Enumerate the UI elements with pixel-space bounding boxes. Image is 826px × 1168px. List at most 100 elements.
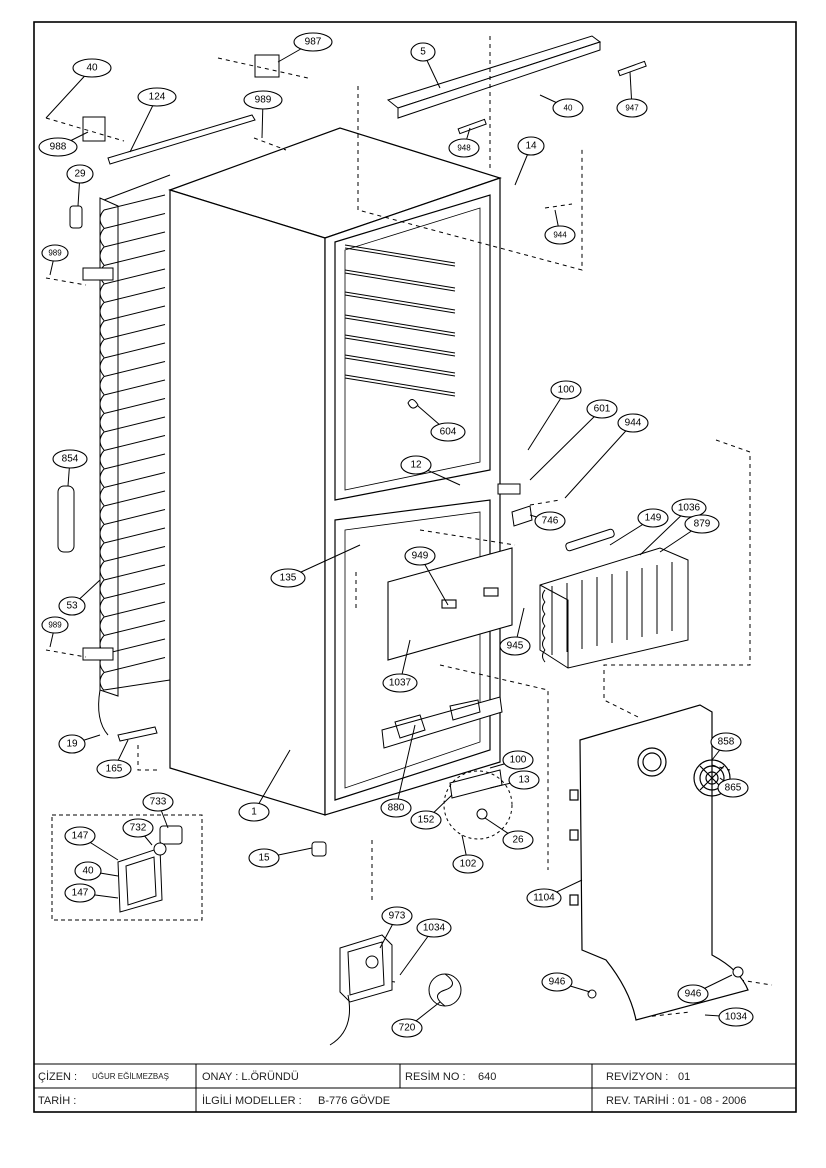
part-callout: 949 xyxy=(404,546,449,606)
part-number-label: 1034 xyxy=(725,1012,748,1023)
shelf-rib-edge xyxy=(344,377,456,397)
callout-ellipse xyxy=(52,449,88,469)
callout-ellipse xyxy=(684,514,720,534)
part-callout: 988 xyxy=(38,131,89,157)
callout-ellipse xyxy=(64,826,96,846)
part-callout: 989 xyxy=(41,616,69,648)
callout-leader xyxy=(395,724,416,809)
part-number-label: 12 xyxy=(410,460,422,471)
part-number-label: 152 xyxy=(418,815,435,826)
part-callout: 858 xyxy=(710,732,742,761)
part-callout: 880 xyxy=(380,724,416,818)
callout-ellipse xyxy=(74,861,102,881)
callout-ellipse xyxy=(541,972,573,992)
part-number-label: 879 xyxy=(694,519,711,530)
callout-ellipse xyxy=(526,888,562,908)
callout-ellipse xyxy=(137,87,177,107)
condenser-coil-loop xyxy=(99,435,166,469)
callout-ellipse xyxy=(416,918,452,938)
part-number-label: 733 xyxy=(150,797,167,808)
callout-ellipse xyxy=(96,759,132,779)
condenser-coil-loop xyxy=(99,657,166,691)
drawing-no-label: RESİM NO : xyxy=(405,1070,466,1083)
part-callout: 945 xyxy=(499,607,531,656)
part-number-label: 989 xyxy=(48,621,62,630)
callout-ellipse xyxy=(142,792,174,812)
part-callout: 1036 xyxy=(639,498,707,556)
part-callout: 604 xyxy=(417,405,466,442)
part-number-label: 720 xyxy=(399,1023,416,1034)
callout-ellipse xyxy=(58,734,86,754)
part-callout: 1 xyxy=(238,749,291,822)
shelf-rib-edge xyxy=(344,337,456,357)
shelf-rib-edge xyxy=(344,294,456,314)
part-callout: 40 xyxy=(45,58,112,119)
part-number-label: 987 xyxy=(305,37,322,48)
part-callout: 29 xyxy=(66,164,94,207)
part-number-label: 15 xyxy=(258,853,270,864)
callout-ellipse xyxy=(448,138,480,158)
callout-ellipse xyxy=(270,568,306,588)
part-number-label: 149 xyxy=(645,513,662,524)
callout-leader xyxy=(253,749,291,813)
part-number-label: 746 xyxy=(542,516,559,527)
callout-ellipse xyxy=(550,380,582,400)
part-callout: 946 xyxy=(677,974,733,1004)
condenser-coil-loop xyxy=(99,509,166,543)
part-number-label: 1104 xyxy=(533,893,555,904)
callout-ellipse xyxy=(38,137,78,157)
shelf-rib xyxy=(344,354,456,374)
shelf-ribs xyxy=(344,244,456,397)
callout-ellipse xyxy=(381,906,413,926)
evaporator-drawing xyxy=(539,528,689,669)
callout-ellipse xyxy=(391,1018,423,1038)
part-callout: 15 xyxy=(248,847,313,868)
part-callout: 14 xyxy=(514,136,545,186)
part-number-label: 945 xyxy=(507,641,524,652)
callout-ellipse xyxy=(382,673,418,693)
part-number-label: 124 xyxy=(149,92,166,103)
revision-label: REVİZYON : xyxy=(606,1070,668,1083)
drain-tray-880 xyxy=(381,696,503,749)
callout-ellipse xyxy=(499,636,531,656)
part-callout: 165 xyxy=(96,739,132,779)
part-callout: 948 xyxy=(448,127,480,158)
part-number-label: 147 xyxy=(72,888,89,899)
part-callout: 124 xyxy=(129,87,177,153)
shelf-rib xyxy=(344,314,456,334)
part-callout: 879 xyxy=(659,514,720,553)
part-number-label: 732 xyxy=(130,823,147,834)
part-number-label: 989 xyxy=(48,249,62,258)
callout-ellipse xyxy=(248,848,280,868)
callout-ellipse xyxy=(238,802,270,822)
part-callout: 1104 xyxy=(526,879,583,908)
shelf-rib-edge xyxy=(344,272,456,292)
part-number-label: 946 xyxy=(685,989,702,1000)
shelf-rib xyxy=(344,334,456,354)
callout-ellipse xyxy=(58,596,86,616)
drawing-no-value: 640 xyxy=(478,1071,496,1083)
condenser-coil-loop xyxy=(99,453,166,488)
part-callout: 100 xyxy=(527,380,582,451)
part-callout: 944 xyxy=(544,209,576,245)
cabinet-drawing xyxy=(168,127,502,816)
part-callout: 944 xyxy=(564,413,649,499)
condenser-coil-loop xyxy=(99,527,166,562)
part-number-label: 946 xyxy=(549,977,566,988)
condenser-coil-loop xyxy=(99,268,166,303)
condenser-coil-loop xyxy=(99,361,166,395)
callout-ellipse xyxy=(400,455,432,475)
part-number-label: 604 xyxy=(440,427,457,438)
part-number-label: 1 xyxy=(251,807,257,818)
back-cover-1104 xyxy=(569,704,749,1021)
condenser-coil-loop xyxy=(99,601,166,636)
part-callout: 865 xyxy=(717,777,749,798)
part-number-label: 858 xyxy=(718,737,735,748)
condenser-coil-loop xyxy=(99,490,166,525)
part-number-label: 147 xyxy=(72,831,89,842)
evaporator-bend xyxy=(542,625,546,639)
condenser-coil-loop xyxy=(99,213,166,247)
callout-ellipse xyxy=(718,1007,754,1027)
